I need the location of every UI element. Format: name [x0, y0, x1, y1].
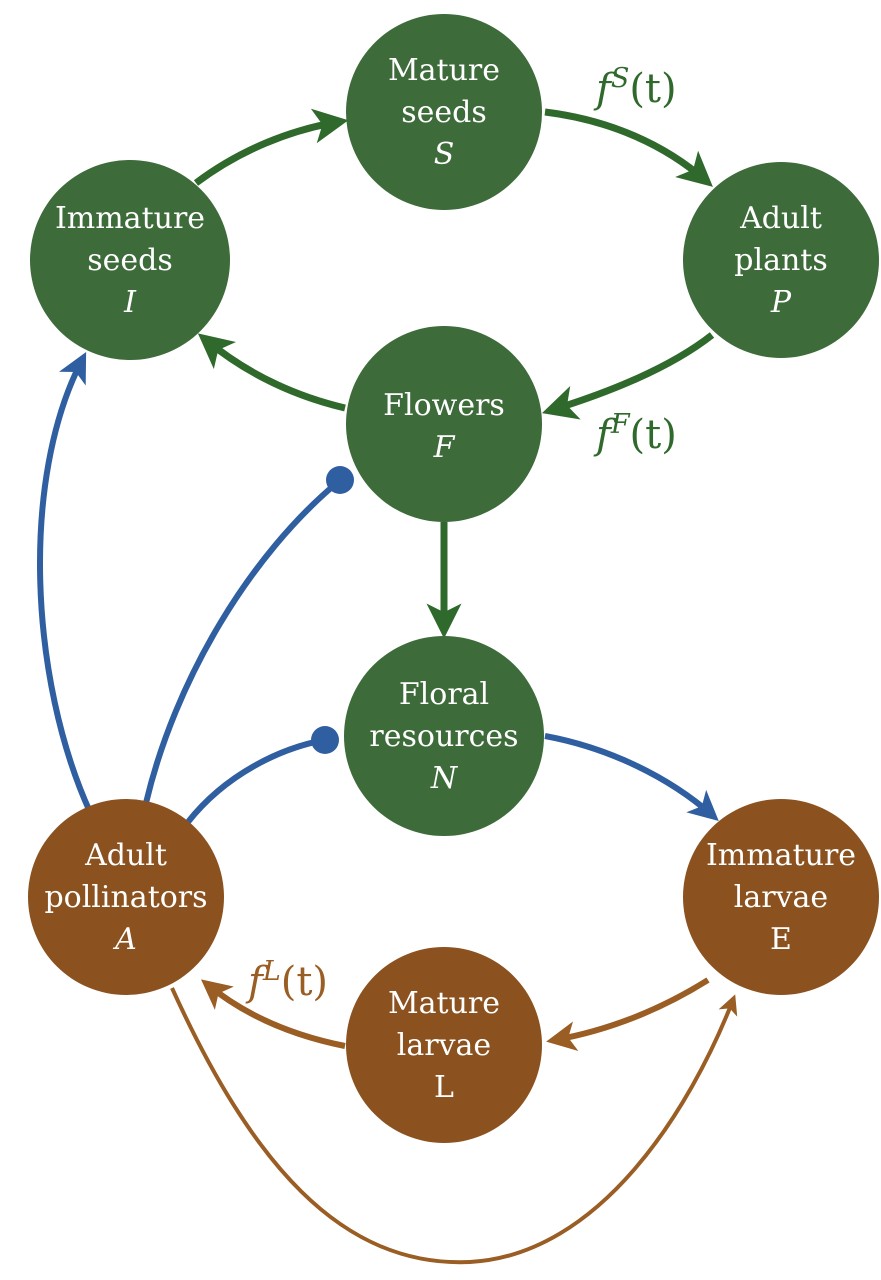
- node-mature-seeds-symbol: S: [434, 137, 455, 172]
- node-flowers-line1: Flowers: [383, 388, 505, 423]
- edge-immature-to-mature-seeds: [193, 108, 349, 186]
- node-immature-larvae: Immature larvae E: [683, 799, 879, 995]
- node-immature-larvae-line2: larvae: [734, 880, 828, 915]
- node-adult-pollinators: Adult pollinators A: [28, 799, 224, 995]
- node-immature-seeds-symbol: I: [123, 285, 137, 320]
- node-immature-seeds-line1: Immature: [55, 201, 205, 236]
- node-adult-plants-line1: Adult: [739, 201, 822, 236]
- node-adult-plants: Adult plants P: [683, 162, 879, 358]
- node-immature-larvae-line1: Immature: [706, 838, 856, 873]
- edge-pollinators-to-immature-seeds: [37, 352, 93, 814]
- node-floral-resources-line2: resources: [369, 719, 518, 754]
- node-mature-seeds-line1: Mature: [388, 53, 500, 88]
- node-mature-larvae-line2: larvae: [397, 1028, 491, 1063]
- node-mature-seeds-line2: seeds: [401, 95, 487, 130]
- rate-seed-germination: fS(t): [593, 63, 677, 112]
- edge-pollinators-consume-resources: [185, 737, 326, 824]
- node-adult-plants-symbol: P: [770, 285, 792, 320]
- edge-pollinators-to-immature-larvae: [170, 987, 738, 1265]
- rate-larval-emergence: fL(t): [245, 956, 328, 1005]
- node-adult-pollinators-line1: Adult: [84, 838, 167, 873]
- node-adult-pollinators-symbol: A: [112, 922, 137, 957]
- edge-flowers-contact-dot: [326, 466, 354, 494]
- edge-mature-larvae-to-pollinators: [201, 979, 346, 1049]
- edge-flowers-to-immature-seeds: [197, 333, 346, 412]
- node-floral-resources-symbol: N: [430, 761, 459, 796]
- edge-resources-contact-dot: [311, 726, 339, 754]
- node-mature-larvae: Mature larvae L: [346, 947, 542, 1143]
- edge-immature-to-mature-larvae: [546, 977, 710, 1051]
- node-immature-seeds-line2: seeds: [87, 243, 173, 278]
- node-mature-larvae-symbol: L: [434, 1070, 454, 1105]
- node-mature-seeds: Mature seeds S: [346, 14, 542, 210]
- edge-adult-plants-to-flowers: [541, 332, 715, 420]
- edge-resources-to-immature-larvae: [544, 733, 719, 821]
- rate-flowering: fF(t): [593, 409, 677, 458]
- node-floral-resources-line1: Floral: [399, 677, 489, 712]
- edge-mature-seeds-to-adult-plants: [544, 108, 713, 187]
- edge-pollinators-visit-flowers: [143, 479, 340, 804]
- node-adult-pollinators-line2: pollinators: [44, 880, 207, 915]
- node-flowers-symbol: F: [433, 430, 456, 465]
- node-adult-plants-line2: plants: [734, 243, 827, 278]
- node-flowers: Flowers F: [346, 326, 542, 522]
- node-immature-seeds: Immature seeds I: [30, 160, 230, 360]
- node-immature-larvae-symbol: E: [770, 922, 792, 957]
- node-floral-resources: Floral resources N: [344, 636, 544, 836]
- node-mature-larvae-line1: Mature: [388, 986, 500, 1021]
